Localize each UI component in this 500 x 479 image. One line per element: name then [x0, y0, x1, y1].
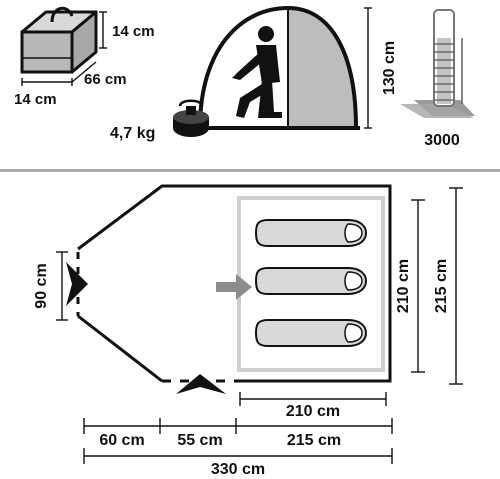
kneeling-person-icon	[232, 26, 282, 118]
inner-length-label: 210 cm	[395, 259, 412, 313]
weight-icon	[173, 99, 209, 137]
vestibule-depth-label: 90 cm	[33, 263, 50, 308]
total-length-dimension	[449, 187, 463, 385]
tent-height-dimension	[364, 7, 372, 129]
inner-length-dimension	[411, 199, 425, 373]
sleeping-bag	[254, 219, 368, 247]
total-width-label: 330 cm	[211, 461, 265, 478]
tent-bag-icon	[20, 6, 98, 74]
section-divider	[0, 169, 500, 172]
inner-width-dimension	[239, 392, 387, 406]
bag-dimension-lines	[21, 11, 107, 86]
bag-length-label: 66 cm	[84, 71, 127, 88]
segment-label-vestibule: 60 cm	[99, 432, 144, 449]
total-length-label: 215 cm	[433, 259, 450, 313]
segment-dimensions	[83, 418, 393, 434]
vestibule-door-icon	[66, 262, 88, 306]
floor-plan	[76, 184, 392, 383]
sleeping-bag	[254, 267, 368, 295]
inner-width-label: 210 cm	[286, 403, 340, 420]
segment-label-middle: 55 cm	[177, 432, 222, 449]
vestibule-depth-dimension	[56, 251, 68, 321]
water-column-label: 3000	[424, 132, 460, 149]
tent-side-view	[196, 6, 360, 130]
weight-label: 4,7 kg	[110, 125, 155, 142]
sleeping-bag	[254, 319, 368, 347]
tent-height-label: 130 cm	[381, 41, 398, 95]
water-column-icon	[400, 9, 475, 118]
bag-height-label: 14 cm	[112, 23, 155, 40]
side-door-icon	[176, 374, 226, 394]
segment-label-inner: 215 cm	[287, 432, 341, 449]
bag-width-label: 14 cm	[14, 91, 57, 108]
entrance-arrow-icon	[216, 274, 252, 300]
total-width-dimension	[83, 448, 393, 464]
